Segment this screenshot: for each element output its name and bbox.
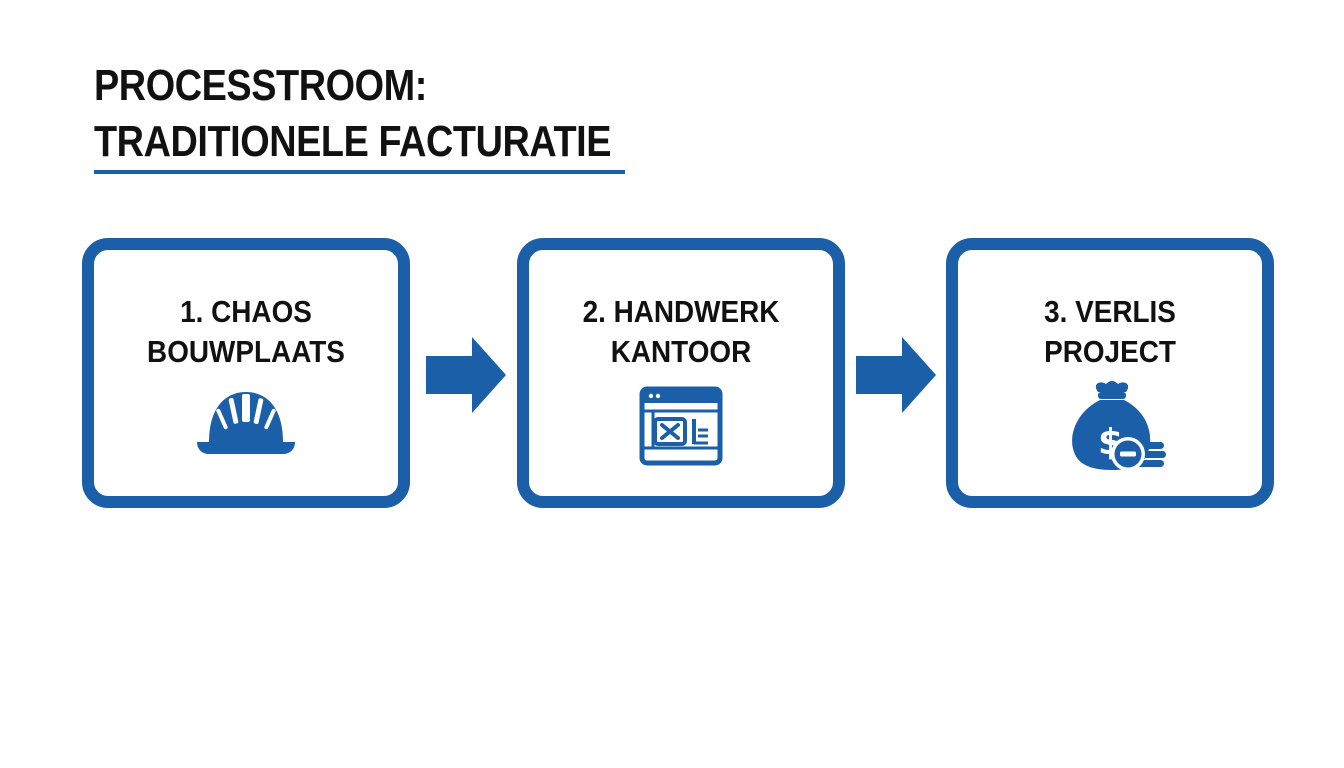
step-2-label-line-2: KANTOOR (610, 334, 752, 369)
diagram-title: PROCESSTROOM: TRADITIONELE FACTURATIE (94, 58, 611, 170)
step-2-box: 2. HANDWERK KANTOOR (517, 238, 845, 508)
step-1-box: 1. CHAOS BOUWPLAATS (82, 238, 410, 508)
step-3-label: 3. VERLIS PROJECT (973, 292, 1247, 372)
arrow-right-icon (856, 337, 936, 418)
title-underline (94, 170, 625, 174)
arrow-right-icon (426, 337, 506, 418)
hard-hat-icon (191, 384, 301, 469)
step-1-label-line-2: BOUWPLAATS (147, 334, 345, 369)
title-line-1: PROCESSTROOM: (94, 61, 427, 110)
title-line-2: TRADITIONELE FACTURATIE (94, 117, 612, 166)
step-3-label-line-1: 3. VERLIS (1044, 294, 1176, 329)
money-bag-loss-icon: $ (1064, 378, 1168, 479)
step-3-box: 3. VERLIS PROJECT $ (946, 238, 1274, 508)
spreadsheet-window-icon (639, 386, 723, 473)
step-1-label: 1. CHAOS BOUWPLAATS (109, 292, 383, 372)
step-1-label-line-1: 1. CHAOS (180, 294, 312, 329)
step-2-label: 2. HANDWERK KANTOOR (544, 292, 818, 372)
step-3-label-line-2: PROJECT (1044, 334, 1176, 369)
step-2-label-line-1: 2. HANDWERK (582, 294, 780, 329)
